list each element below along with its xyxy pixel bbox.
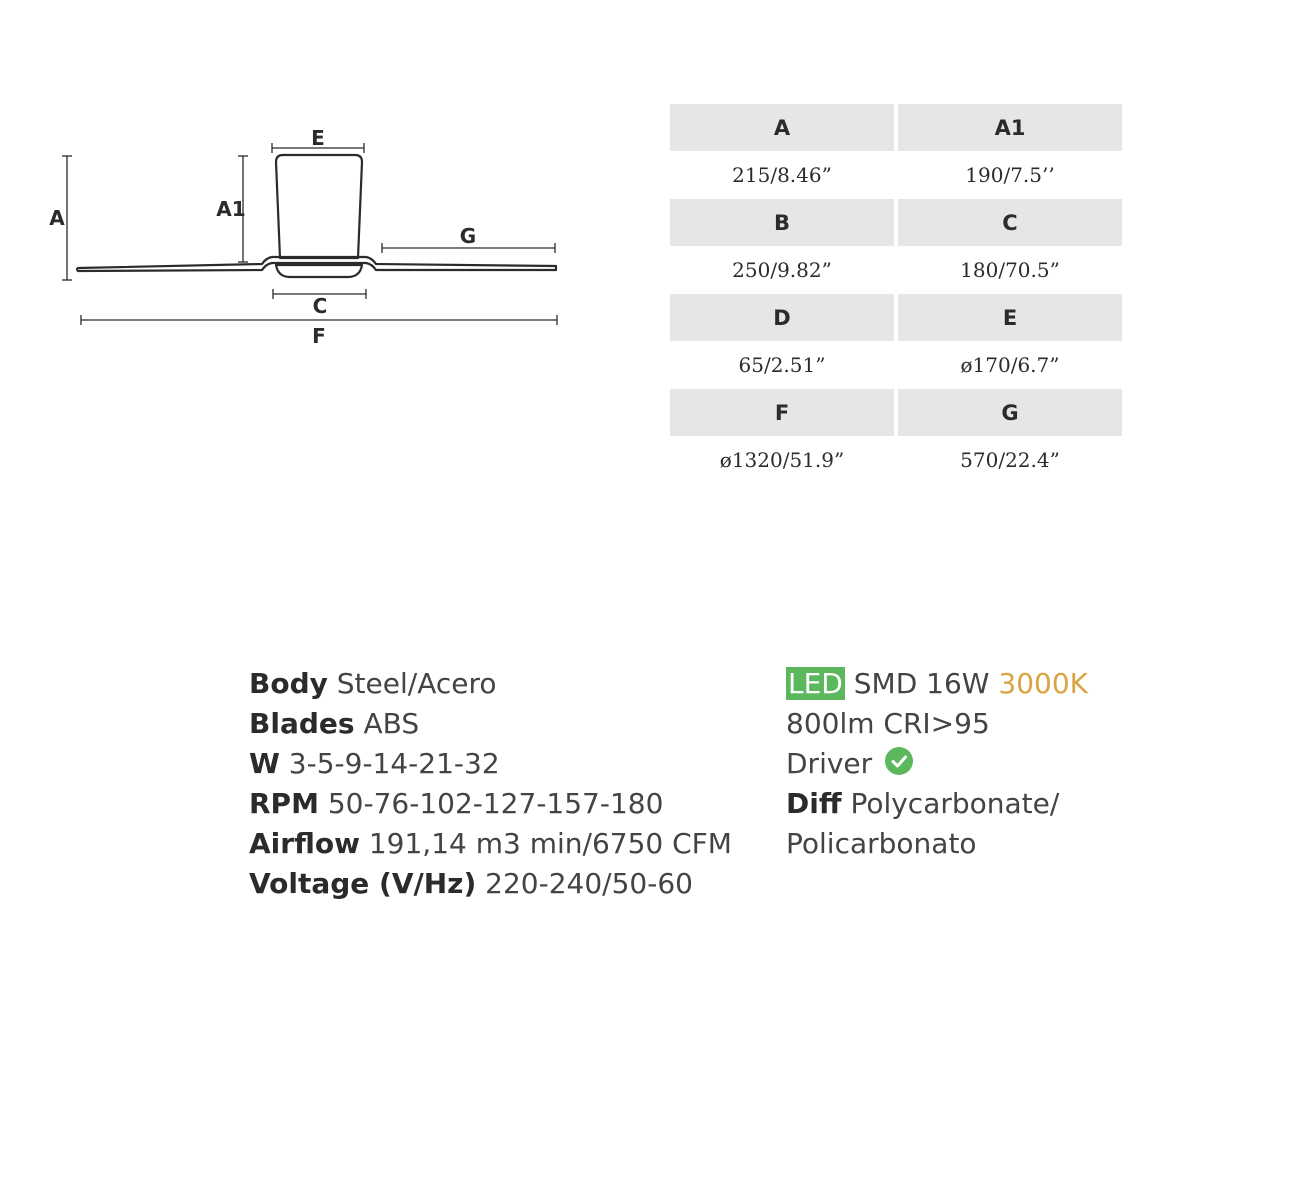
dimension-e: E xyxy=(271,126,365,153)
dim-header-a: A xyxy=(670,104,894,151)
spec-voltage: Voltage (V/Hz) 220-240/50-60 xyxy=(249,864,732,904)
fan-blades-shape xyxy=(75,255,558,273)
spec-led: LED SMD 16W 3000K xyxy=(786,664,1088,704)
spec-airflow-label: Airflow xyxy=(249,827,360,860)
led-spec-value: SMD 16W xyxy=(853,667,990,700)
dim-header-f: F xyxy=(670,389,894,436)
dim-header-e: E xyxy=(898,294,1122,341)
dimension-f: F xyxy=(80,315,558,348)
dim-value-b: 250/9.82” xyxy=(732,258,832,282)
color-temperature: 3000K xyxy=(998,667,1089,700)
diff-value-line2: Policarbonato xyxy=(786,827,977,860)
diff-value-line1: Polycarbonate/ xyxy=(850,787,1060,820)
spec-diff: Diff Polycarbonate/ xyxy=(786,784,1088,824)
dim-value-c: 180/70.5” xyxy=(960,258,1060,282)
dim-value-e: ø170/6.7” xyxy=(960,353,1060,377)
dimension-c: C xyxy=(272,289,367,318)
dimension-g: G xyxy=(381,224,556,253)
light-diffuser-shape xyxy=(274,263,364,279)
diff-label: Diff xyxy=(786,787,842,820)
dim-header-b: B xyxy=(670,199,894,246)
spec-body: Body Steel/Acero xyxy=(249,664,732,704)
spec-rpm-label: RPM xyxy=(249,787,319,820)
spec-watts: W 3-5-9-14-21-32 xyxy=(249,744,732,784)
dimension-a1: A1 xyxy=(216,155,248,263)
dim-value-d: 65/2.51” xyxy=(738,353,826,377)
spec-voltage-label: Voltage (V/Hz) xyxy=(249,867,477,900)
dimension-a: A xyxy=(49,155,72,281)
dimension-c-label: C xyxy=(313,294,328,318)
fan-body-shape xyxy=(274,153,364,260)
spec-body-value: Steel/Acero xyxy=(336,667,497,700)
spec-airflow-value: 191,14 m3 min/6750 CFM xyxy=(368,827,732,860)
dim-value-a: 215/8.46” xyxy=(732,163,832,187)
dim-value-g: 570/22.4” xyxy=(960,448,1060,472)
dimension-a1-label: A1 xyxy=(216,197,245,221)
dim-header-a1: A1 xyxy=(898,104,1122,151)
led-badge: LED xyxy=(786,667,845,700)
spec-watts-label: W xyxy=(249,747,280,780)
spec-blades: Blades ABS xyxy=(249,704,732,744)
spec-blades-value: ABS xyxy=(363,707,420,740)
dim-header-g: G xyxy=(898,389,1122,436)
spec-body-label: Body xyxy=(249,667,328,700)
spec-driver: Driver xyxy=(786,744,1088,784)
dim-value-a1: 190/7.5’’ xyxy=(965,163,1055,187)
dimensions-table: A A1 215/8.46” 190/7.5’’ B C 250/9.82” 1… xyxy=(670,104,1122,484)
check-circle-icon xyxy=(885,747,914,775)
dimension-a-label: A xyxy=(49,206,65,230)
spec-blades-label: Blades xyxy=(249,707,355,740)
spec-airflow: Airflow 191,14 m3 min/6750 CFM xyxy=(249,824,732,864)
fan-dimension-diagram: A A1 E G C F xyxy=(49,126,558,348)
dim-header-c: C xyxy=(898,199,1122,246)
fan-specs: Body Steel/Acero Blades ABS W 3-5-9-14-2… xyxy=(249,664,732,904)
dimension-e-label: E xyxy=(311,126,325,150)
spec-rpm: RPM 50-76-102-127-157-180 xyxy=(249,784,732,824)
dim-header-d: D xyxy=(670,294,894,341)
light-specs: LED SMD 16W 3000K 800lm CRI>95 Driver Di… xyxy=(786,664,1088,864)
spec-lumen: 800lm CRI>95 xyxy=(786,707,990,740)
spec-voltage-value: 220-240/50-60 xyxy=(485,867,693,900)
spec-watts-value: 3-5-9-14-21-32 xyxy=(288,747,500,780)
dim-value-f: ø1320/51.9” xyxy=(719,448,845,472)
spec-rpm-value: 50-76-102-127-157-180 xyxy=(327,787,664,820)
dimension-f-label: F xyxy=(312,324,326,348)
dimension-g-label: G xyxy=(460,224,476,248)
driver-label: Driver xyxy=(786,747,873,780)
